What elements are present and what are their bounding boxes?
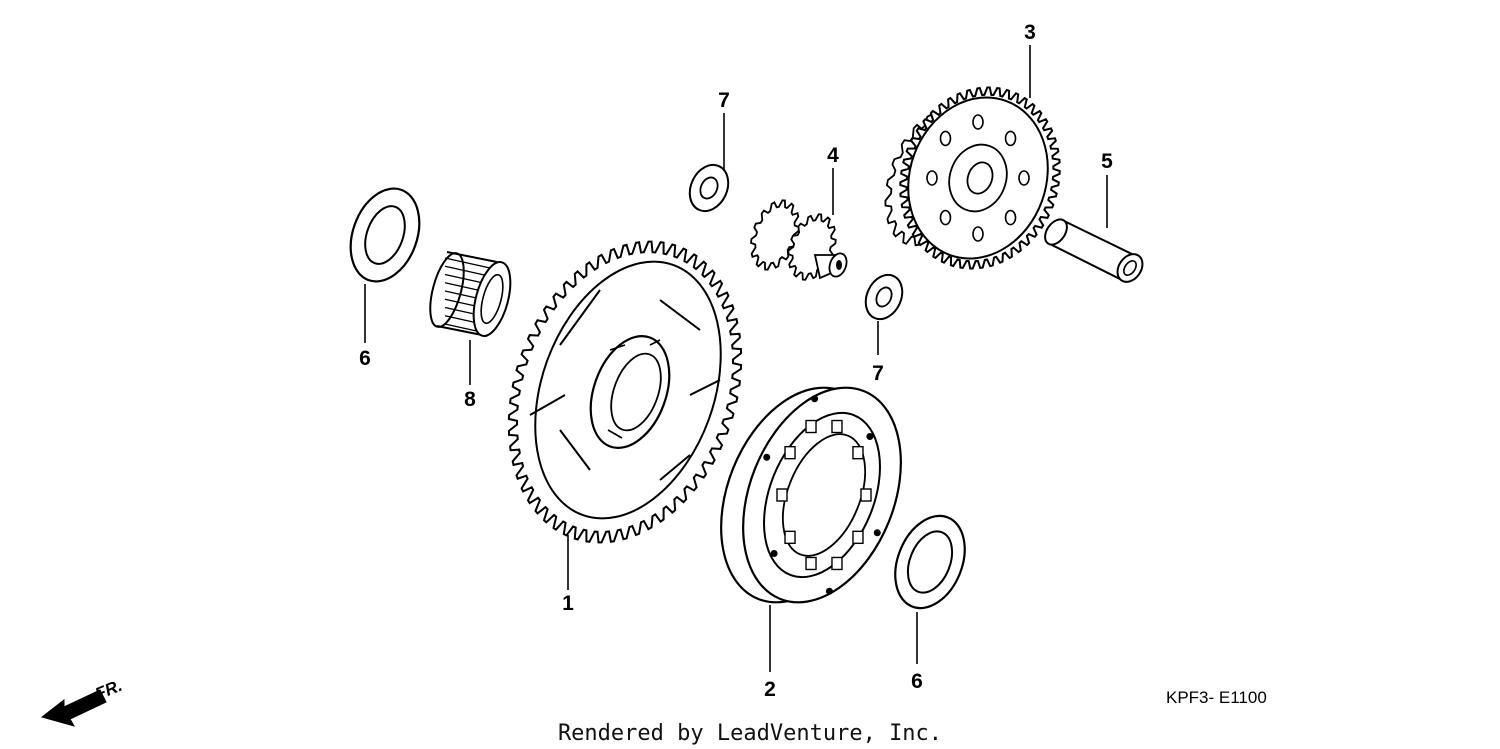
clutch-bolt (811, 395, 819, 403)
starter-reduction-gear-part[interactable] (884, 78, 1070, 279)
clutch-roller (805, 556, 817, 571)
small-washer-bottom-part[interactable] (859, 269, 909, 325)
clutch-roller (831, 556, 843, 571)
bearing-needle (444, 257, 491, 269)
clutch-roller (852, 530, 864, 545)
washer-left-part[interactable] (339, 179, 432, 291)
gear-hole (939, 209, 952, 226)
clutch-roller (784, 530, 796, 545)
callout-1[interactable]: 1 (562, 592, 574, 615)
front-direction-arrow-icon: FR. (40, 676, 125, 727)
clutch-roller (784, 445, 796, 460)
idle-gear-shaft-part[interactable] (1041, 215, 1148, 286)
leader-lines (364, 45, 1108, 672)
gear-hole (926, 170, 938, 186)
callout-3[interactable]: 3 (1024, 21, 1036, 44)
credit-text: Rendered by LeadVenture, Inc. (558, 721, 942, 746)
clutch-bolt (770, 549, 778, 557)
gear-hole (972, 114, 984, 130)
callout-6-right[interactable]: 6 (911, 670, 923, 693)
clutch-roller (776, 488, 788, 502)
callout-7-top[interactable]: 7 (718, 89, 730, 112)
bearing-needle (444, 265, 491, 277)
clutch-bolt (873, 529, 881, 537)
clutch-bolt (825, 587, 833, 595)
diagram-code: KPF3- E1100 (1166, 688, 1267, 707)
gear-hole (1004, 130, 1017, 147)
gear-hole (972, 226, 984, 242)
needle-bearing-part[interactable] (424, 250, 518, 340)
clutch-roller (860, 488, 872, 502)
gear-hole (1004, 209, 1017, 226)
front-label: FR. (92, 676, 125, 704)
callout-6-left[interactable]: 6 (359, 347, 371, 370)
clutch-roller (852, 445, 864, 460)
starter-idle-gear-part[interactable] (750, 199, 850, 281)
small-washer-top-part[interactable] (683, 159, 736, 218)
callout-5[interactable]: 5 (1101, 150, 1113, 173)
clutch-roller (805, 419, 817, 434)
clutch-roller (831, 419, 843, 434)
clutch-bolt (763, 453, 771, 461)
starter-driven-gear-part[interactable] (502, 236, 755, 545)
callout-4[interactable]: 4 (827, 144, 839, 167)
gear-hole (939, 130, 952, 147)
washer-right-part[interactable] (882, 506, 977, 619)
callout-8[interactable]: 8 (464, 388, 476, 411)
starter-clutch-part[interactable] (691, 364, 930, 626)
clutch-bolt (866, 433, 874, 441)
callout-7-bottom[interactable]: 7 (872, 362, 884, 385)
callout-2[interactable]: 2 (764, 678, 776, 701)
gear-hole (1018, 170, 1030, 186)
